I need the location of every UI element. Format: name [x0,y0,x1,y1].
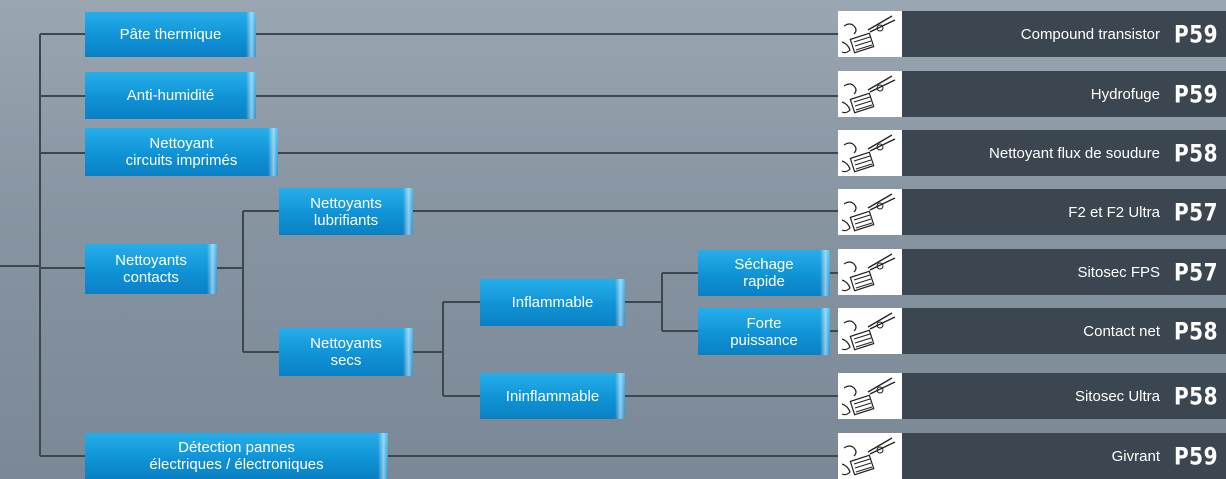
product-name: Givrant [1111,447,1160,465]
product-name: Sitosec Ultra [1074,387,1160,405]
category-nettoyants-lubrifiants[interactable]: Nettoyants lubrifiants [279,188,413,235]
page-reference[interactable]: P58 [1174,381,1218,411]
product-row[interactable]: Sitosec Ultra P58 [838,373,1226,419]
soldering-illustration-icon [838,189,902,235]
soldering-illustration-icon [838,433,902,479]
soldering-illustration-icon [838,130,902,176]
product-name: Hydrofuge [1090,85,1160,103]
soldering-illustration-icon [838,11,902,57]
category-label: Nettoyants lubrifiants [310,194,382,229]
product-name: Contact net [1083,322,1160,340]
category-label: Ininflammable [505,387,600,405]
product-row[interactable]: Nettoyant flux de soudure P58 [838,130,1226,176]
product-row[interactable]: Givrant P59 [838,433,1226,479]
category-forte-puissance[interactable]: Forte puissance [698,308,830,355]
category-sechage-rapide[interactable]: Séchage rapide [698,250,830,296]
page-reference[interactable]: P57 [1174,197,1218,227]
category-nettoyants-secs[interactable]: Nettoyants secs [279,328,413,376]
category-label: Nettoyants contacts [115,252,187,286]
page-reference[interactable]: P59 [1174,441,1218,471]
category-nettoyants-contacts[interactable]: Nettoyants contacts [85,244,217,294]
category-label: Détection pannes électriques / électroni… [149,439,324,473]
page-reference[interactable]: P57 [1174,257,1218,287]
page-reference[interactable]: P59 [1174,79,1218,109]
product-name: Compound transistor [1020,25,1160,43]
soldering-illustration-icon [838,249,902,295]
product-row[interactable]: Contact net P58 [838,308,1226,354]
category-label: Nettoyant circuits imprimés [125,135,238,169]
category-label: Séchage rapide [734,256,794,290]
page-reference[interactable]: P59 [1174,19,1218,49]
category-label: Inflammable [511,294,594,311]
product-row[interactable]: F2 et F2 Ultra P57 [838,189,1226,235]
category-detection-pannes[interactable]: Détection pannes électriques / électroni… [85,433,388,479]
category-label: Forte puissance [730,314,798,349]
category-label: Pâte thermique [119,26,222,43]
product-row[interactable]: Sitosec FPS P57 [838,249,1226,295]
soldering-illustration-icon [838,373,902,419]
page-reference[interactable]: P58 [1174,138,1218,168]
product-name: F2 et F2 Ultra [1068,203,1160,221]
soldering-illustration-icon [838,308,902,354]
soldering-illustration-icon [838,71,902,117]
page-reference[interactable]: P58 [1174,316,1218,346]
category-anti-humidite[interactable]: Anti-humidité [85,72,256,119]
product-row[interactable]: Compound transistor P59 [838,11,1226,57]
category-label: Anti-humidité [126,87,215,104]
category-label: Nettoyants secs [310,335,382,369]
category-ininflammable[interactable]: Ininflammable [480,373,625,419]
category-inflammable[interactable]: Inflammable [480,279,625,326]
product-row[interactable]: Hydrofuge P59 [838,71,1226,117]
product-name: Nettoyant flux de soudure [989,144,1160,162]
category-pate-thermique[interactable]: Pâte thermique [85,12,256,57]
product-name: Sitosec FPS [1077,263,1160,281]
category-nettoyant-circuits[interactable]: Nettoyant circuits imprimés [85,128,278,176]
